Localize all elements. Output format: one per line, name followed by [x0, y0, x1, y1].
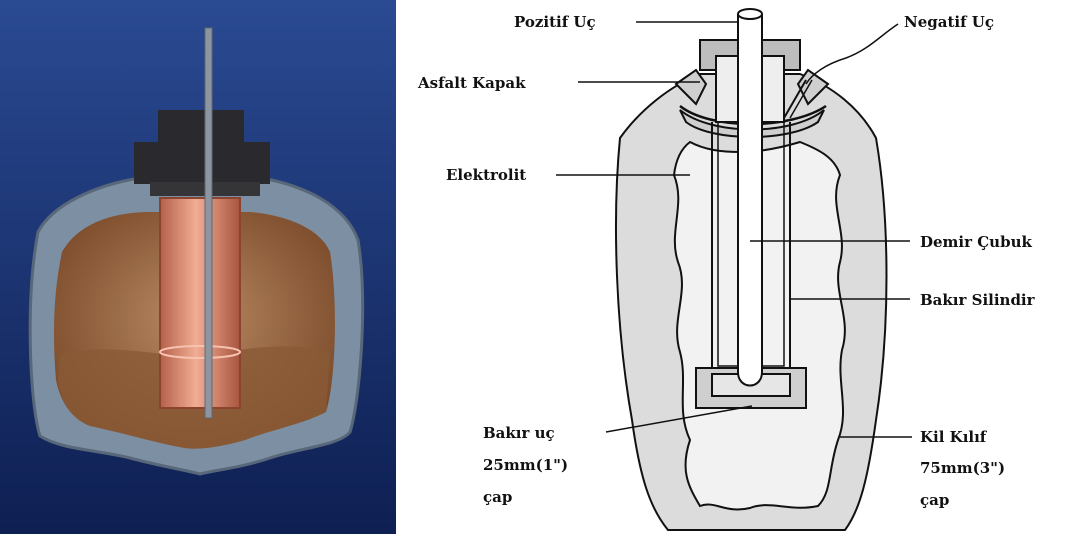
label-kil-kilif-1: Kil Kılıf [920, 428, 988, 446]
label-demir-cubuk: Demir Çubuk [920, 233, 1032, 251]
label-elektrolit: Elektrolit [446, 166, 526, 184]
label-asfalt-kapak: Asfalt Kapak [417, 74, 526, 92]
label-bakir-silindir: Bakır Silindir [920, 291, 1036, 309]
label-kil-kilif-2: 75mm(3") [920, 459, 1005, 477]
leader-negatif [806, 24, 898, 84]
label-pozitif-uc: Pozitif Uç [514, 13, 596, 31]
label-bakir-uc-3: çap [483, 488, 512, 506]
label-bakir-uc-1: Bakır uç [483, 424, 555, 442]
cell-photo [0, 0, 396, 534]
label-bakir-uc-2: 25mm(1") [483, 456, 568, 474]
cell-diagram [556, 9, 912, 530]
iron-rod [738, 14, 762, 386]
label-kil-kilif-3: çap [920, 491, 949, 509]
label-negatif-uc: Negatif Uç [904, 13, 994, 31]
